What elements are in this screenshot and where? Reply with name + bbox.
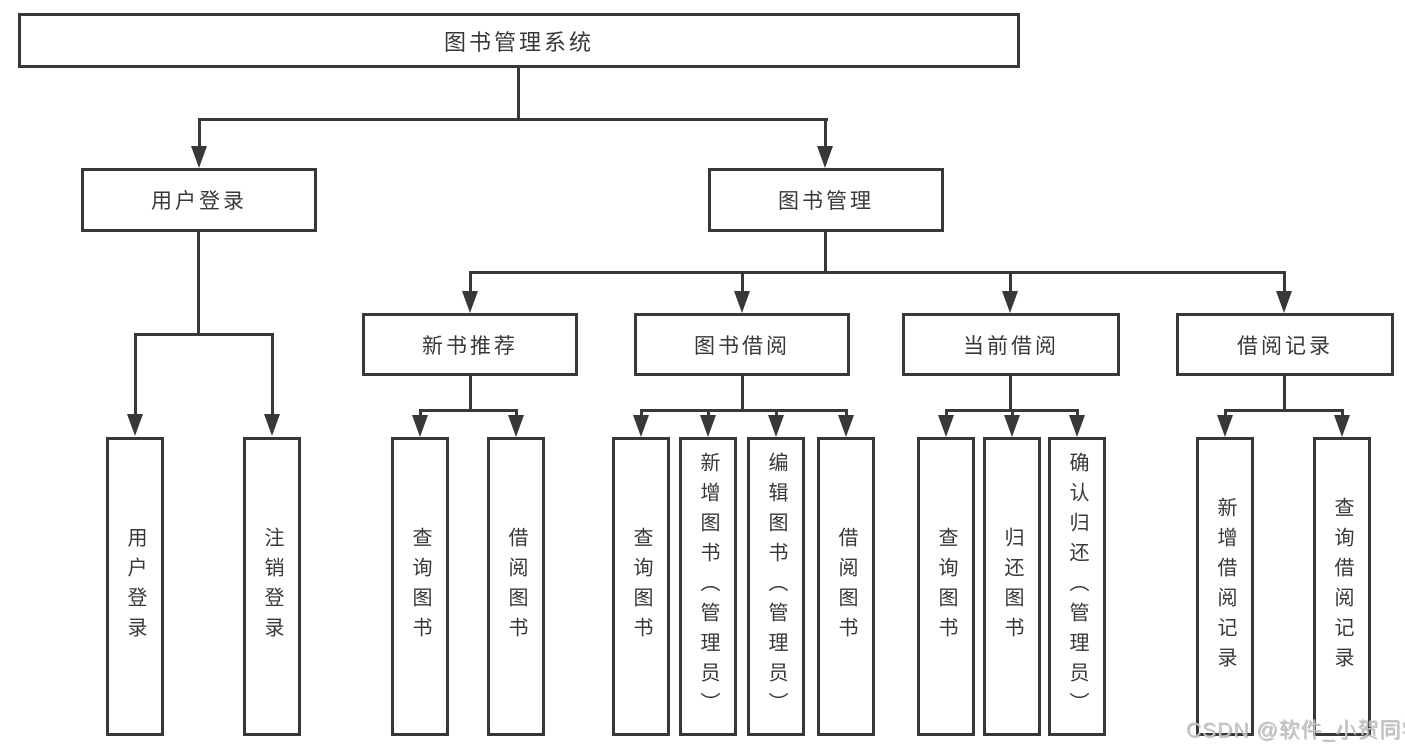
arrowhead-icon <box>700 415 716 437</box>
leaf-borrow-books-1-label: 借阅图书 <box>505 526 527 647</box>
arrowhead-icon <box>1276 291 1292 313</box>
node-borrowing-records: 借阅记录 <box>1176 313 1394 376</box>
connector <box>824 118 827 148</box>
arrowhead-icon <box>734 291 750 313</box>
connector <box>198 118 201 148</box>
connector <box>198 118 828 121</box>
node-user-login: 用户登录 <box>81 168 317 232</box>
connector <box>640 409 848 412</box>
arrowhead-icon <box>1002 291 1018 313</box>
leaf-add-books-admin: 新增图书（管理员） <box>679 437 737 736</box>
leaf-add-borrow-record-label: 新增借阅记录 <box>1214 496 1236 677</box>
connector <box>515 409 518 417</box>
connector <box>824 232 827 274</box>
node-current-borrowing-label: 当前借阅 <box>963 334 1059 358</box>
node-new-book-recommend-label: 新书推荐 <box>422 334 518 358</box>
leaf-search-books-1: 查询图书 <box>391 437 449 736</box>
connector <box>271 333 274 415</box>
connector <box>1076 409 1079 417</box>
connector <box>419 409 518 412</box>
node-new-book-recommend: 新书推荐 <box>362 313 578 376</box>
node-current-borrowing: 当前借阅 <box>902 313 1120 376</box>
connector <box>1283 271 1286 293</box>
connector <box>845 409 848 417</box>
node-root: 图书管理系统 <box>18 13 1020 68</box>
arrowhead-icon <box>1069 415 1085 437</box>
connector <box>775 409 778 417</box>
node-borrowing-records-label: 借阅记录 <box>1237 334 1333 358</box>
connector <box>741 271 744 293</box>
arrowhead-icon <box>633 415 649 437</box>
arrowhead-icon <box>817 146 833 168</box>
leaf-logout-label: 注销登录 <box>261 526 283 647</box>
connector <box>134 333 274 336</box>
connector <box>197 232 200 336</box>
connector <box>1224 409 1344 412</box>
leaf-search-borrow-record: 查询借阅记录 <box>1313 437 1371 736</box>
connector <box>1011 409 1014 417</box>
arrowhead-icon <box>412 415 428 437</box>
node-book-borrowing: 图书借阅 <box>634 313 850 376</box>
connector <box>134 333 137 415</box>
arrowhead-icon <box>127 414 143 436</box>
connector <box>1009 376 1012 411</box>
arrowhead-icon <box>838 415 854 437</box>
leaf-borrow-books-2: 借阅图书 <box>817 437 875 736</box>
arrowhead-icon <box>264 414 280 436</box>
leaf-search-books-3-label: 查询图书 <box>935 526 957 647</box>
leaf-borrow-books-2-label: 借阅图书 <box>835 526 857 647</box>
connector <box>1224 409 1227 417</box>
connector <box>1009 271 1012 293</box>
connector <box>945 409 948 417</box>
connector <box>419 409 422 417</box>
leaf-confirm-return-admin-label: 确认归还（管理员） <box>1066 451 1088 722</box>
node-book-management-label: 图书管理 <box>778 190 874 213</box>
leaf-user-login-label: 用户登录 <box>124 526 146 647</box>
leaf-return-books-label: 归还图书 <box>1001 526 1023 647</box>
node-root-label: 图书管理系统 <box>443 29 594 55</box>
node-book-management: 图书管理 <box>708 168 944 232</box>
leaf-edit-books-admin-label: 编辑图书（管理员） <box>765 451 787 722</box>
leaf-return-books: 归还图书 <box>983 437 1041 736</box>
connector <box>1341 409 1344 417</box>
arrowhead-icon <box>462 291 478 313</box>
connector <box>1283 376 1286 411</box>
connector <box>707 409 710 417</box>
leaf-search-books-3: 查询图书 <box>917 437 975 736</box>
leaf-confirm-return-admin: 确认归还（管理员） <box>1048 437 1106 736</box>
arrowhead-icon <box>508 415 524 437</box>
leaf-borrow-books-1: 借阅图书 <box>487 437 545 736</box>
connector <box>469 271 472 293</box>
leaf-logout: 注销登录 <box>243 437 301 736</box>
connector <box>640 409 643 417</box>
leaf-edit-books-admin: 编辑图书（管理员） <box>747 437 805 736</box>
arrowhead-icon <box>1334 415 1350 437</box>
leaf-search-books-2-label: 查询图书 <box>630 526 652 647</box>
csdn-watermark: CSDN @软件_小贺同学 <box>1186 719 1405 742</box>
leaf-add-books-admin-label: 新增图书（管理员） <box>697 451 719 722</box>
leaf-search-books-1-label: 查询图书 <box>409 526 431 647</box>
leaf-add-borrow-record: 新增借阅记录 <box>1196 437 1254 736</box>
connector <box>741 376 744 411</box>
leaf-search-borrow-record-label: 查询借阅记录 <box>1331 496 1353 677</box>
node-book-borrowing-label: 图书借阅 <box>694 334 790 358</box>
connector <box>517 67 520 120</box>
arrowhead-icon <box>938 415 954 437</box>
node-user-login-label: 用户登录 <box>151 190 247 213</box>
connector <box>469 376 472 411</box>
leaf-user-login: 用户登录 <box>106 437 164 736</box>
arrowhead-icon <box>768 415 784 437</box>
arrowhead-icon <box>1004 415 1020 437</box>
connector <box>469 271 1286 274</box>
arrowhead-icon <box>1217 415 1233 437</box>
leaf-search-books-2: 查询图书 <box>612 437 670 736</box>
arrowhead-icon <box>191 146 207 168</box>
